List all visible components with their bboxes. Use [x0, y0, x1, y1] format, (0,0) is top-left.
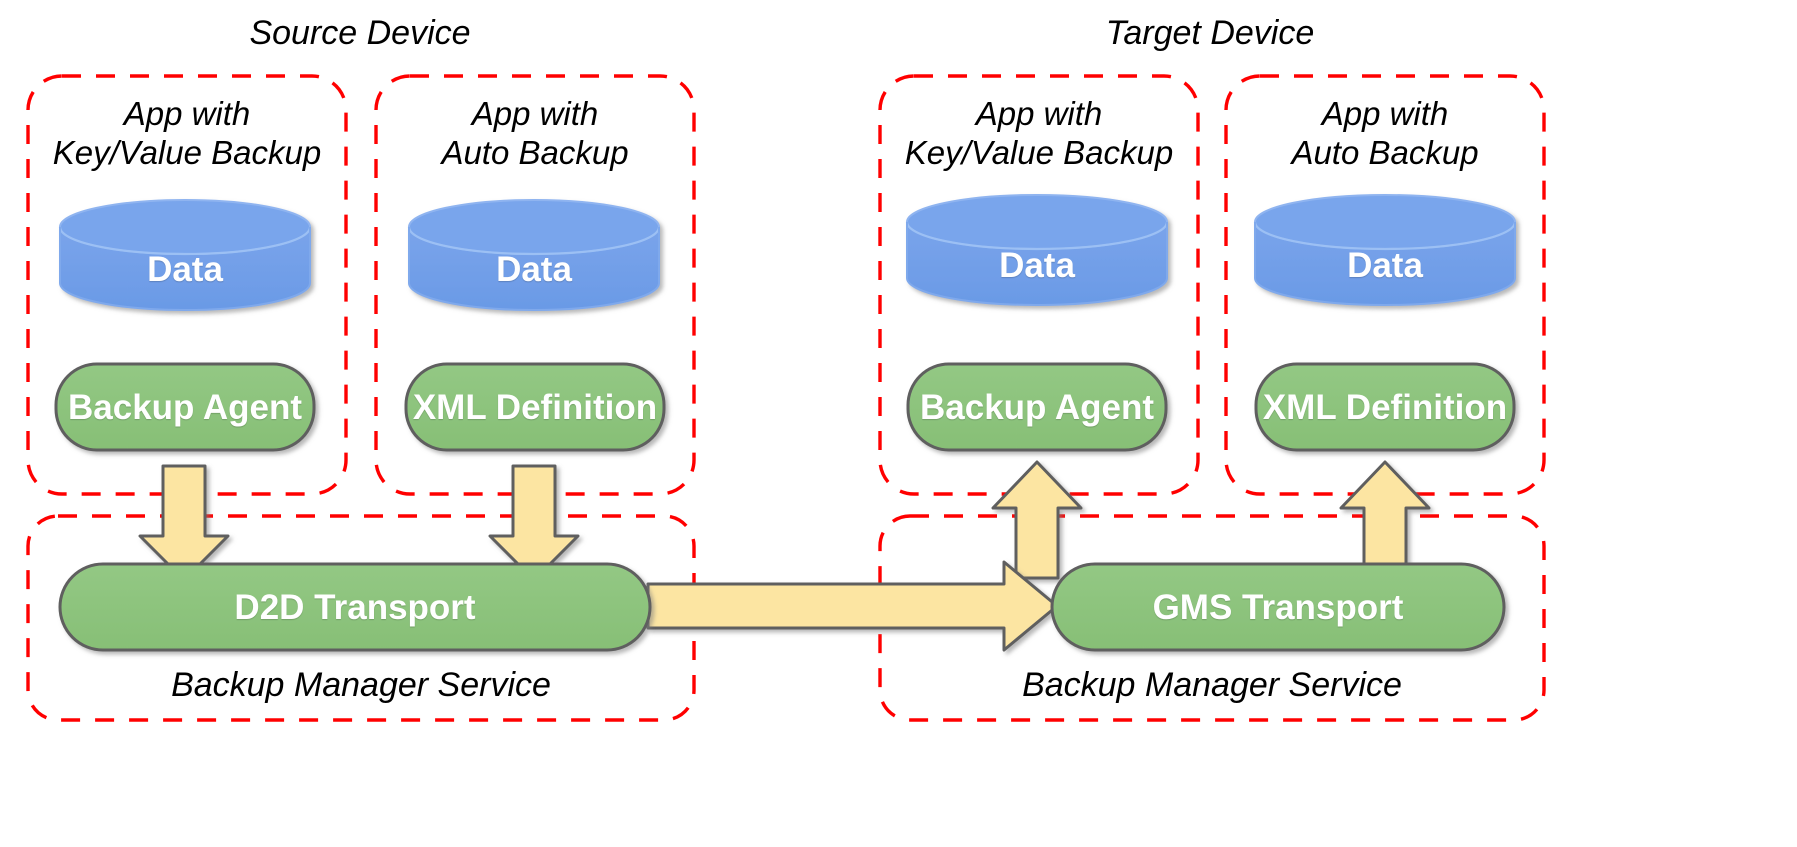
data-label-target-keyvalue: Data [999, 246, 1075, 285]
component-pill-source-backup-agent [54, 362, 316, 452]
service-caption-source: Backup Manager Service [171, 666, 551, 704]
transport-link-arrow [646, 560, 1059, 652]
data-label-target-auto: Data [1347, 246, 1423, 285]
component-label-target-backup-agent: Backup Agent [919, 388, 1154, 427]
device-title-source: Source Device [249, 14, 471, 52]
service-caption-target: Backup Manager Service [1022, 666, 1402, 704]
transport-label-gms: GMS Transport [1152, 588, 1404, 627]
arrow-up-target-auto [1339, 460, 1431, 580]
data-cylinder-target-keyvalue [905, 194, 1169, 306]
component-pill-target-xml-definition [1254, 362, 1516, 452]
transport-bar-d2d [58, 562, 652, 652]
app-caption-source-keyvalue: App with Key/Value Backup [52, 95, 322, 171]
data-label-source-keyvalue: Data [147, 250, 223, 289]
data-cylinder-source-auto [407, 199, 661, 311]
transport-bar-gms [1050, 562, 1506, 652]
data-label-source-auto: Data [496, 250, 572, 289]
component-label-source-backup-agent: Backup Agent [67, 388, 302, 427]
app-caption-target-auto: App with Auto Backup [1291, 95, 1479, 171]
arrow-down-source-auto [488, 464, 580, 582]
data-cylinder-source-keyvalue [58, 199, 312, 311]
arrow-down-source-keyvalue [138, 464, 230, 582]
data-cylinder-target-auto [1253, 194, 1517, 306]
transport-label-d2d: D2D Transport [234, 588, 476, 627]
component-label-target-xml-definition: XML Definition [1262, 388, 1508, 427]
app-caption-source-auto: App with Auto Backup [441, 95, 629, 171]
device-title-target: Target Device [1105, 14, 1315, 52]
app-caption-target-keyvalue: App with Key/Value Backup [904, 95, 1174, 171]
component-label-source-xml-definition: XML Definition [412, 388, 658, 427]
component-pill-source-xml-definition [404, 362, 666, 452]
component-pill-target-backup-agent [906, 362, 1168, 452]
arrow-up-target-keyvalue [991, 460, 1083, 580]
